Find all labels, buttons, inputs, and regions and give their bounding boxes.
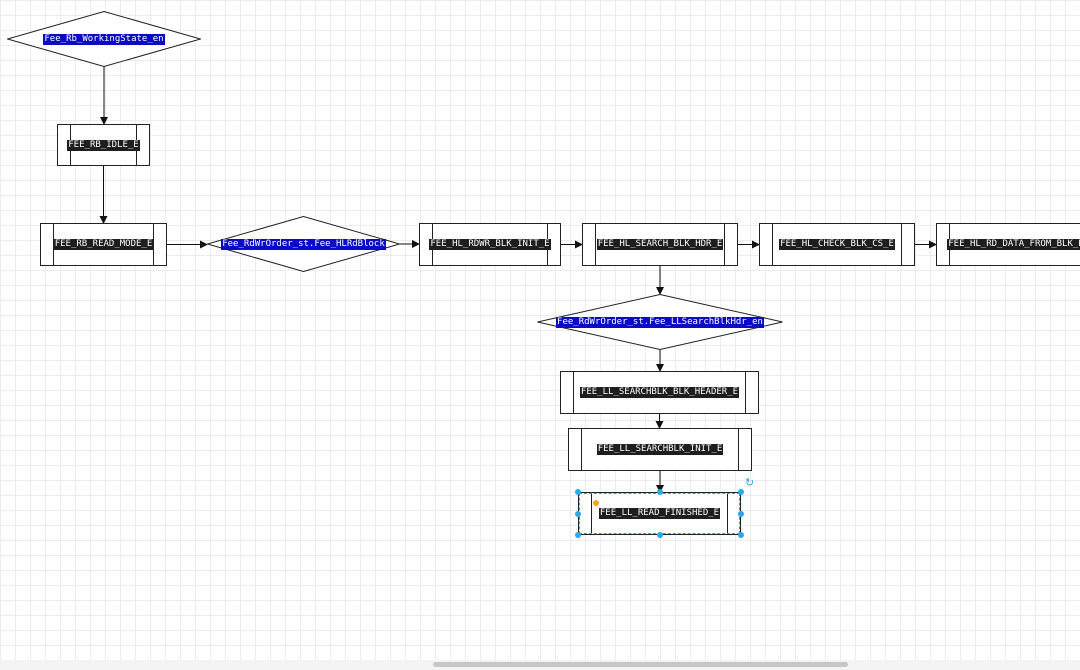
resize-handle[interactable] xyxy=(575,510,581,517)
node-label: FEE_HL_CHECK_BLK_CS_E xyxy=(779,239,895,250)
node-label: FEE_RB_IDLE_E xyxy=(67,139,140,151)
resize-handle[interactable] xyxy=(575,532,581,538)
rotate-handle-icon[interactable]: ↻ xyxy=(745,476,755,489)
node-label: FEE_HL_RD_DATA_FROM_BLK_E xyxy=(947,239,1080,250)
node-label: Fee_RdWrOrder_st.Fee_HLRdBlock xyxy=(221,238,386,250)
process-node-rb-idle[interactable]: FEE_RB_IDLE_E xyxy=(57,124,150,166)
connection-handle[interactable] xyxy=(593,500,599,506)
node-label: Fee_RdWrOrder_st.Fee_LLSearchBlkHdr_en xyxy=(556,316,764,328)
resize-handle[interactable] xyxy=(656,489,663,495)
node-label: FEE_LL_SEARCHBLK_BLK_HEADER_E xyxy=(579,387,740,398)
process-node-rb-read-mode[interactable]: FEE_RB_READ_MODE_E xyxy=(40,223,167,266)
node-label: FEE_RB_READ_MODE_E xyxy=(53,239,154,250)
node-label: FEE_LL_SEARCHBLK_INIT_E xyxy=(596,444,724,455)
resize-handle[interactable] xyxy=(575,489,581,495)
process-node-ll-searchblk-init[interactable]: FEE_LL_SEARCHBLK_INIT_E xyxy=(568,428,752,471)
decision-node-hl-rd-block[interactable]: Fee_RdWrOrder_st.Fee_HLRdBlock xyxy=(207,216,400,272)
process-node-hl-search-blk-hdr[interactable]: FEE_HL_SEARCH_BLK_HDR_E xyxy=(582,223,738,266)
process-node-hl-rdwr-blk-init[interactable]: FEE_HL_RDWR_BLK_INIT_E xyxy=(419,223,561,266)
node-label: FEE_HL_RDWR_BLK_INIT_E xyxy=(429,239,551,250)
process-node-hl-rd-data-from-blk[interactable]: FEE_HL_RD_DATA_FROM_BLK_E xyxy=(936,223,1080,266)
process-node-ll-searchblk-blk-header[interactable]: FEE_LL_SEARCHBLK_BLK_HEADER_E xyxy=(560,371,759,414)
resize-handle[interactable] xyxy=(738,510,744,517)
horizontal-scrollbar[interactable] xyxy=(0,660,1080,670)
resize-handle[interactable] xyxy=(656,532,663,538)
resize-handle[interactable] xyxy=(738,532,744,538)
decision-node-working-state[interactable]: Fee_Rb_WorkingState_en xyxy=(7,11,201,67)
process-node-ll-read-finished[interactable]: FEE_LL_READ_FINISHED_E xyxy=(578,492,741,535)
node-label: FEE_HL_SEARCH_BLK_HDR_E xyxy=(596,239,724,250)
scrollbar-thumb[interactable] xyxy=(433,662,848,667)
resize-handle[interactable] xyxy=(738,489,744,495)
decision-node-ll-search-blk-hdr[interactable]: Fee_RdWrOrder_st.Fee_LLSearchBlkHdr_en xyxy=(537,294,783,350)
process-node-hl-check-blk-cs[interactable]: FEE_HL_CHECK_BLK_CS_E xyxy=(759,223,915,266)
node-label: FEE_LL_READ_FINISHED_E xyxy=(598,508,721,519)
node-label: Fee_Rb_WorkingState_en xyxy=(43,33,165,45)
